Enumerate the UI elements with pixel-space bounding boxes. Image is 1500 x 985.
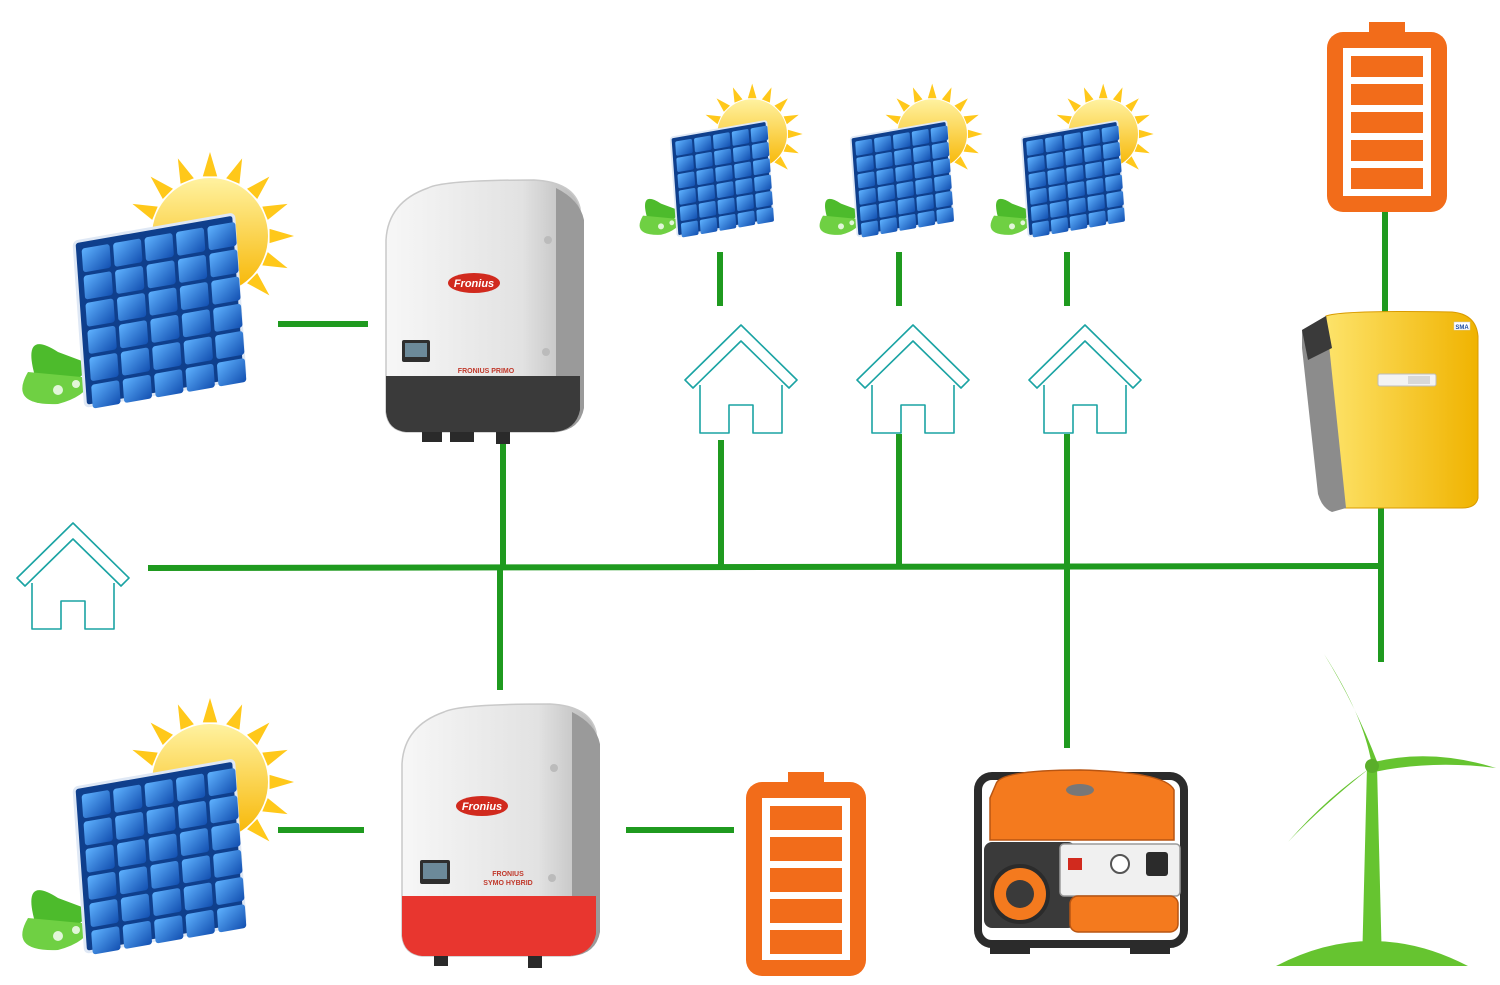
wire-network	[147, 210, 1388, 833]
house-icon	[16, 522, 130, 630]
solar-panel-icon	[819, 83, 983, 238]
hybrid-model-label-1: FRONIUS	[492, 871, 524, 878]
battery-icon	[1327, 22, 1447, 212]
hybrid-inverter-icon: Fronius FRONIUS SYMO HYBRID	[401, 703, 600, 968]
sma-brand-label: SMA	[1455, 325, 1469, 331]
hybrid-brand-label: Fronius	[462, 801, 502, 813]
hybrid-model-label-2: SYMO HYBRID	[483, 880, 532, 887]
inverter-model-label: FRONIUS PRIMO	[458, 368, 515, 375]
house-icon	[684, 324, 798, 434]
wind-turbine-icon	[1276, 654, 1496, 966]
generator-icon	[974, 769, 1188, 954]
solar-panels-group	[22, 83, 1154, 955]
house-icon	[1028, 324, 1142, 434]
battery-inverter-icon: SMA	[1302, 311, 1479, 512]
solar-panel-icon	[639, 83, 803, 238]
solar-panel-icon	[22, 152, 294, 409]
solar-panel-icon	[22, 698, 294, 955]
inverter-brand-label: Fronius	[454, 278, 494, 290]
house-icon	[856, 324, 970, 434]
main-bus-line	[147, 563, 1383, 571]
inverter-icon: Fronius FRONIUS PRIMO	[385, 179, 584, 444]
battery-icon	[746, 772, 866, 976]
solar-panel-icon	[990, 83, 1154, 238]
